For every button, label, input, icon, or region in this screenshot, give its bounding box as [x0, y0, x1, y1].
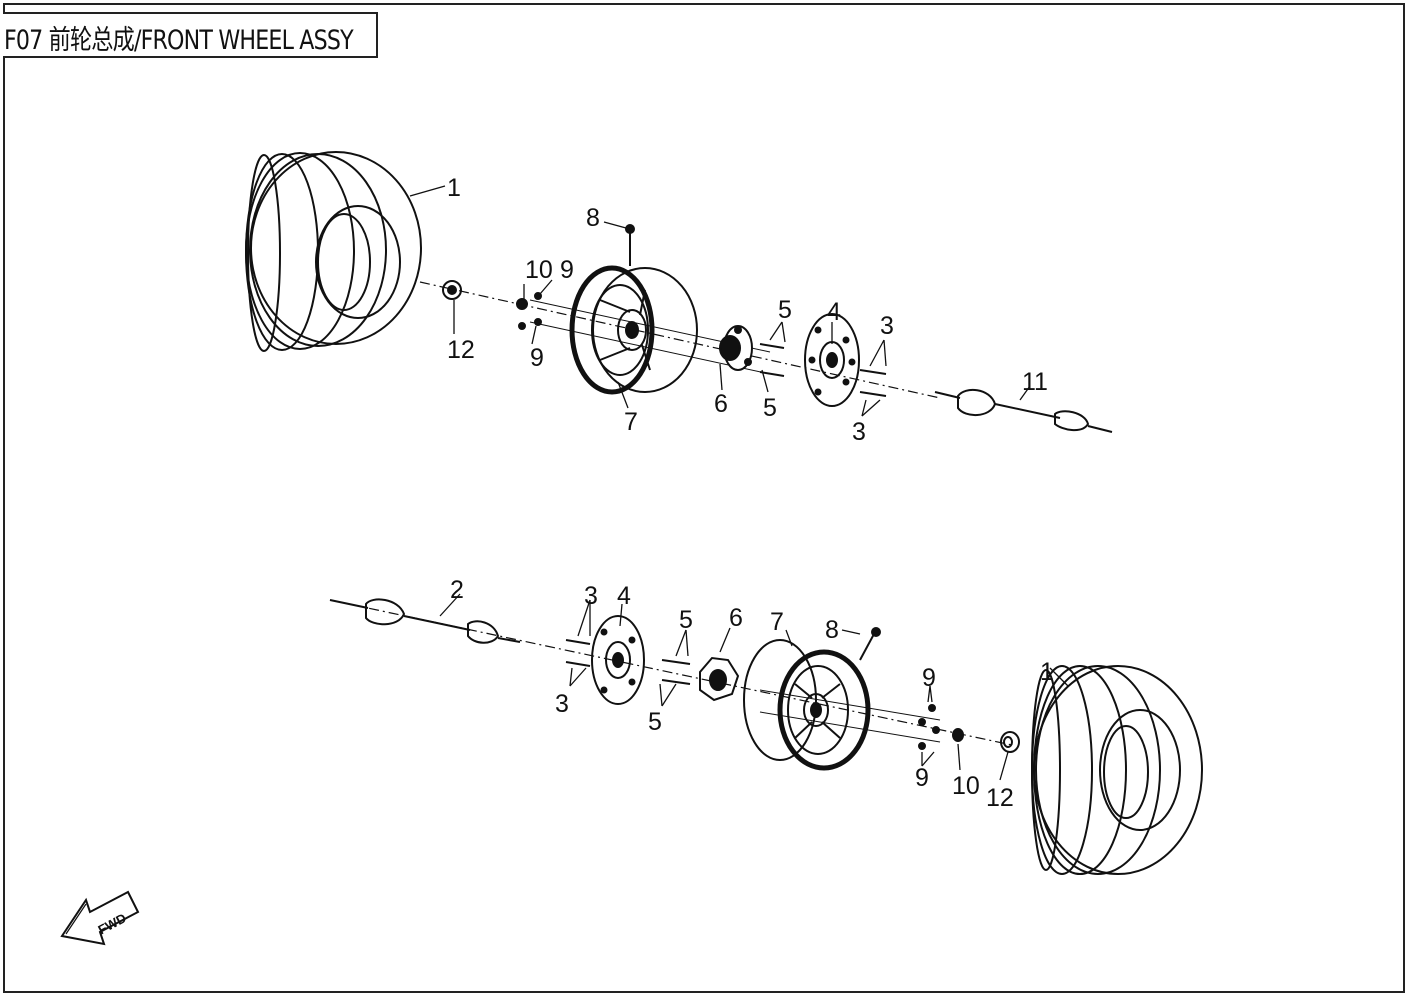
drawing-frame: [3, 3, 1405, 993]
upper-hub-cap: [442, 280, 462, 300]
callout-9-lower-washer-bottom: 9: [915, 764, 929, 792]
callout-1-upper-tire: 1: [447, 174, 461, 202]
lower-center-axis: [329, 599, 1013, 746]
forward-arrow-icon: FWD: [60, 890, 140, 946]
callout-10-lower-nut: 10: [952, 772, 980, 800]
lower-brake-disc: [591, 615, 645, 705]
callout-4-upper-disc: 4: [827, 298, 841, 326]
callout-5-upper-bolt-top: 5: [778, 296, 792, 324]
callout-1-lower-tire: 1: [1040, 658, 1054, 686]
lower-stud-line-a: [759, 689, 941, 721]
lower-hub: [699, 656, 740, 702]
upper-drive-axle: [934, 388, 1113, 433]
callout-4-lower-disc: 4: [617, 582, 631, 610]
callout-7-upper-rim: 7: [624, 408, 638, 436]
callout-3-upper-bolt-top: 3: [880, 312, 894, 340]
lower-valve: [859, 627, 881, 661]
callout-3-lower-bolt-bottom: 3: [555, 690, 569, 718]
page-title: F07 前轮总成/FRONT WHEEL ASSY: [4, 25, 354, 56]
callout-3-lower-bolt-top: 3: [584, 582, 598, 610]
upper-center-axis: [419, 281, 941, 399]
lower-drive-axle: [329, 598, 521, 644]
lower-tire: [1031, 665, 1203, 875]
upper-rim: [569, 265, 698, 395]
callout-9-upper-washer-bottom: 9: [530, 344, 544, 372]
callout-11-upper-axle: 11: [1022, 368, 1048, 396]
upper-hub-bolts: [759, 343, 785, 377]
callout-5-lower-bolt-bottom: 5: [648, 708, 662, 736]
upper-lug-nuts: [516, 292, 542, 330]
lower-hub-cap: [1000, 731, 1020, 753]
callout-2-lower-axle: 2: [450, 576, 464, 604]
callout-9-upper-washer-top: 9: [560, 256, 574, 284]
callout-10-upper-nut: 10: [525, 256, 553, 284]
upper-callouts: 1 8 10 9 9 12 7 5 6 5 4 3 3 11: [447, 174, 1048, 446]
lower-lug-nuts: [918, 704, 964, 750]
lower-stud-line-b: [759, 711, 941, 743]
lower-hub-bolts: [661, 659, 691, 685]
callout-3-upper-bolt-bottom: 3: [852, 418, 866, 446]
callout-12-lower-cap: 12: [986, 784, 1014, 812]
lower-rim: [743, 639, 871, 771]
title-box: [3, 12, 378, 58]
callout-leader-lines: [409, 185, 1069, 781]
upper-valve: [625, 224, 635, 266]
upper-tire: [245, 151, 422, 352]
callout-12-upper-cap: 12: [447, 336, 475, 364]
callout-5-upper-bolt-bottom: 5: [763, 394, 777, 422]
callout-8-upper-valve: 8: [586, 204, 600, 232]
upper-hub: [719, 325, 753, 371]
callout-8-lower-valve: 8: [825, 616, 839, 644]
callout-9-lower-washer-top: 9: [922, 664, 936, 692]
callout-6-lower-hub: 6: [729, 604, 743, 632]
lower-disc-bolts: [565, 639, 591, 667]
callout-7-lower-rim: 7: [770, 608, 784, 636]
callout-6-upper-hub: 6: [714, 390, 728, 418]
upper-disc-bolts: [859, 369, 887, 397]
upper-brake-disc: [804, 313, 860, 407]
callout-5-lower-bolt-top: 5: [679, 606, 693, 634]
lower-callouts: 2 3 4 3 5 6 5 7 8 9 9 10 12 1: [450, 576, 1054, 812]
